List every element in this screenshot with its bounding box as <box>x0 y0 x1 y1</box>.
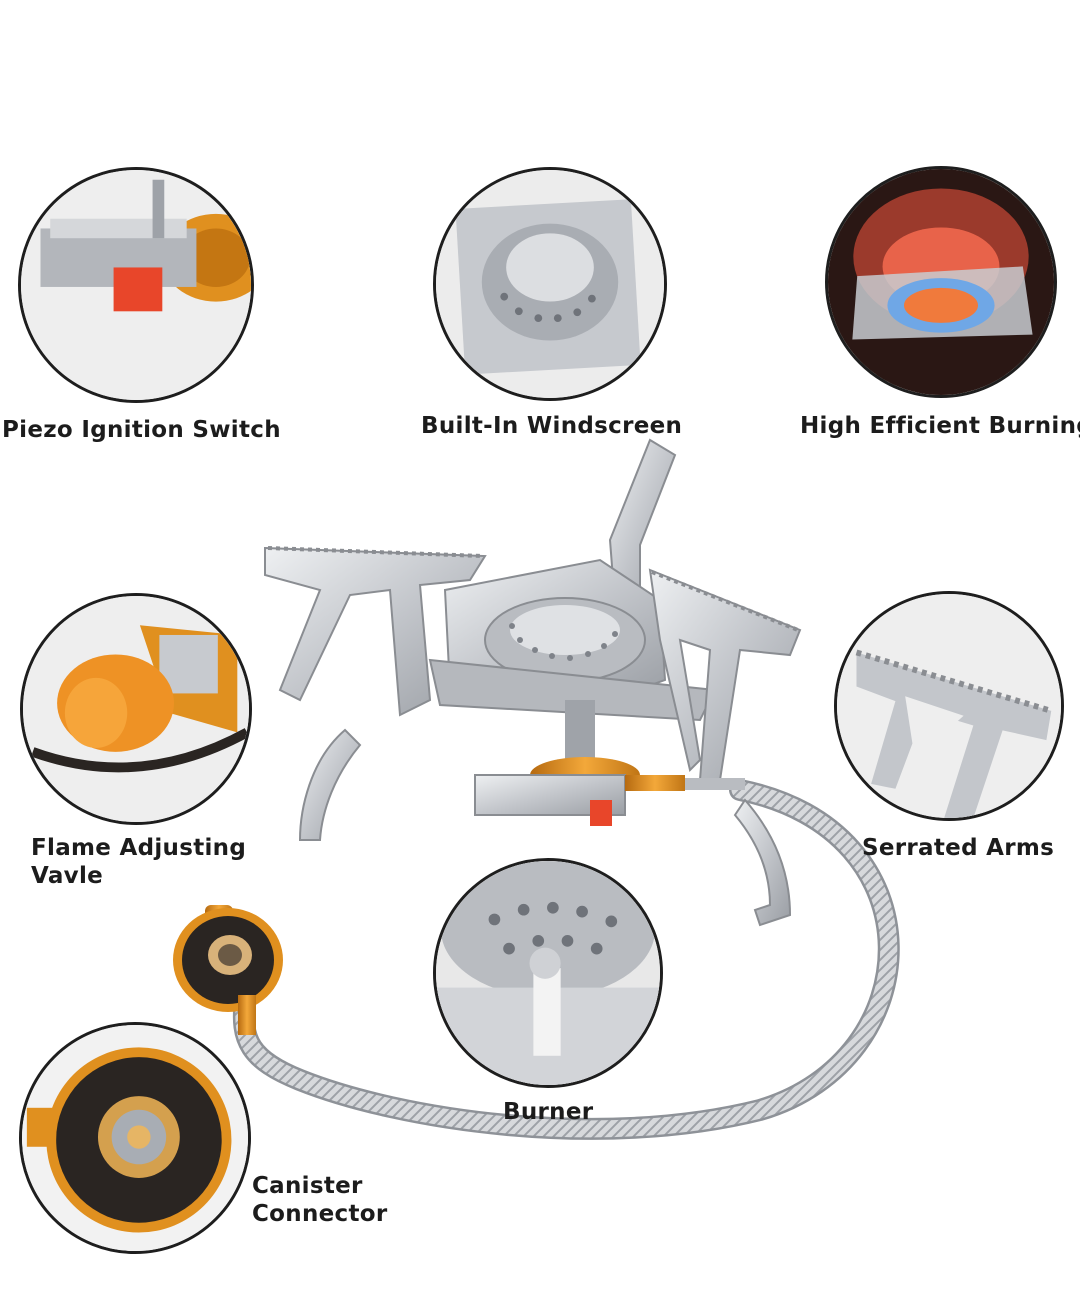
canister-connector-label-line1: Canister <box>252 1173 363 1199</box>
serrated-arms-label: Serrated Arms <box>862 835 1055 861</box>
windscreen-label: Built-In Windscreen <box>421 413 683 439</box>
burner-closeup <box>433 858 663 1088</box>
serrated-arms-closeup <box>834 591 1064 821</box>
burning-label: High Efficient Burning <box>800 413 1080 439</box>
piezo-ignition-label: Piezo Ignition Switch <box>2 417 281 443</box>
canister-connector-label-line2: Connector <box>252 1201 388 1227</box>
burning-closeup <box>825 166 1057 398</box>
canister-connector-closeup <box>19 1022 251 1254</box>
flame-valve-label-line2: Vavle <box>31 863 104 889</box>
flame-valve-label-line1: Flame Adjusting <box>31 835 247 861</box>
flame-valve-closeup <box>20 593 252 825</box>
burner-label: Burner <box>503 1099 594 1125</box>
piezo-ignition-closeup <box>18 167 254 403</box>
windscreen-closeup <box>433 167 667 401</box>
